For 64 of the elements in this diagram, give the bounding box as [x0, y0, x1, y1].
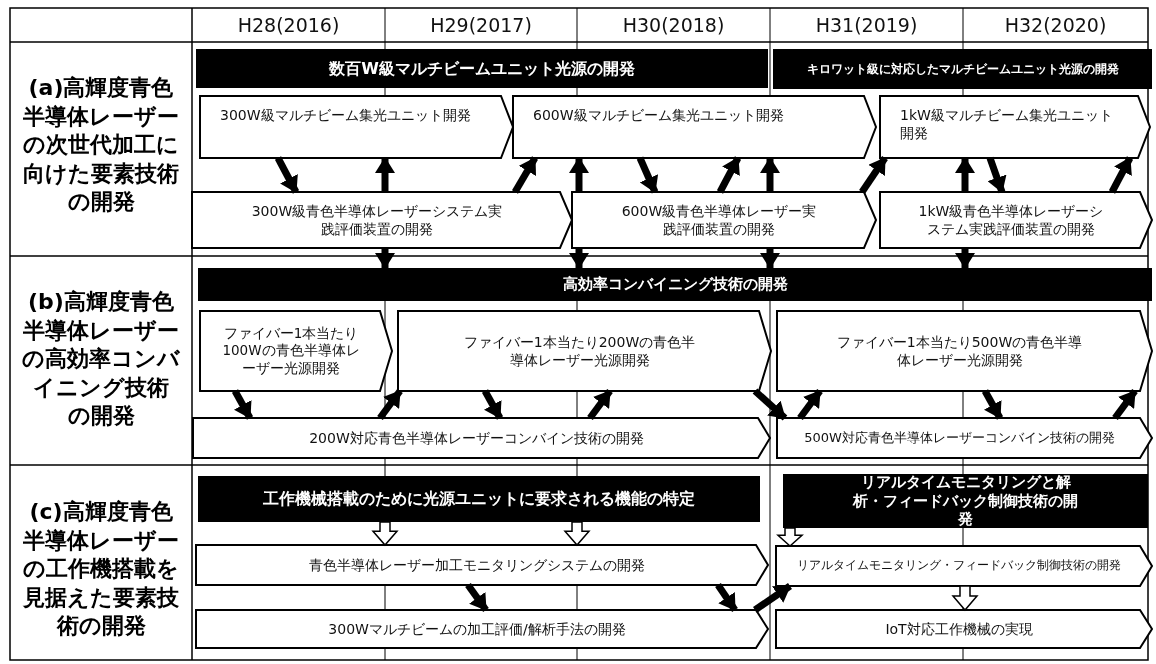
year-label: H29(2017): [429, 16, 533, 35]
step-text: ファイバー1本当たり500Wの青色半導体レーザー光源開発: [835, 332, 1084, 370]
block-arrow: [760, 157, 780, 192]
year-label: H31(2019): [814, 16, 919, 35]
hollow-arrow: [776, 527, 804, 547]
chevron-box: [192, 192, 572, 248]
step-text: 600W級マルチビーム集光ユニット開発: [533, 106, 784, 125]
step-text: 600W級青色半導体レーザー実践評価装置の開発: [621, 201, 817, 239]
phase-banner: [198, 268, 1152, 301]
phase-banner: [783, 474, 1148, 528]
banner-text: 工作機械搭載のために光源ユニットに要求される機能の特定: [263, 489, 695, 509]
chevron-box: [777, 311, 1152, 391]
chevron-box: [880, 96, 1150, 158]
phase-banner: [773, 49, 1152, 89]
block-arrow: [859, 156, 888, 194]
block-arrow: [760, 248, 780, 269]
step-text: 500W対応青色半導体レーザーコンバイン技術の開発: [804, 429, 1115, 447]
step-text: ファイバー1本当たり100Wの青色半導体レーザー光源開発: [221, 324, 361, 378]
step-text: IoT対応工作機械の実現: [885, 619, 1033, 639]
banner-text: 数百W級マルチビームユニット光源の開発: [329, 58, 635, 79]
step-text: ファイバー1本当たり200Wの青色半導体レーザー光源開発: [462, 332, 697, 370]
step-text: 青色半導体レーザー加工モニタリングシステムの開発: [309, 555, 645, 575]
chevron-box: [398, 311, 771, 391]
step-text: 1kW級青色半導体レーザーシステム実践評価装置の開発: [917, 201, 1105, 239]
year-label: H28(2016): [236, 16, 341, 35]
block-arrow: [955, 248, 975, 269]
step-text: 200W対応青色半導体レーザーコンバイン技術の開発: [309, 428, 644, 448]
step-text: リアルタイムモニタリング・フィードバック制御技術の開発: [797, 558, 1121, 574]
step-text: 300Wマルチビームの加工評価/解析手法の開発: [328, 619, 626, 639]
year-label: H32(2020): [1003, 16, 1108, 35]
step-text: 1kW級マルチビーム集光ユニット開発: [900, 106, 1114, 143]
block-arrow: [753, 583, 792, 613]
step-text: 300W級マルチビーム集光ユニット開発: [220, 106, 471, 125]
banner-text: 高効率コンバイニング技術の開発: [562, 275, 788, 294]
chevron-box: [196, 545, 768, 585]
row-heading: (a)高輝度青色半導体レーザーの次世代加工に向けた要素技術の開発: [22, 74, 180, 217]
chevron-box: [777, 418, 1152, 458]
banner-text: キロワット級に対応したマルチビームユニット光源の開発: [806, 61, 1119, 77]
phase-banner: [198, 476, 760, 522]
block-arrow: [465, 582, 489, 613]
chevron-box: [196, 610, 768, 648]
hollow-arrow: [371, 521, 399, 547]
step-text: 300W級青色半導体レーザーシステム実践評価装置の開発: [250, 201, 504, 239]
chevron-box: [513, 96, 876, 158]
row-heading: (c)高輝度青色半導体レーザーの工作機搭載を見据えた要素技術の開発: [22, 498, 180, 641]
chevron-box: [880, 192, 1152, 248]
block-arrow: [569, 248, 589, 269]
chevron-box: [200, 96, 513, 158]
banner-text: リアルタイムモニタリングと解析・フィードバック制御技術の開発: [851, 472, 1079, 530]
hollow-arrow: [563, 521, 591, 547]
block-arrow: [955, 157, 975, 192]
chevron-box: [776, 546, 1152, 586]
chevron-box: [572, 192, 876, 248]
chevron-box: [193, 418, 770, 458]
year-label: H30(2018): [621, 16, 726, 35]
block-arrow: [512, 156, 538, 194]
block-arrow: [375, 248, 395, 269]
block-arrow: [569, 157, 589, 192]
hollow-arrow: [951, 585, 979, 612]
phase-banner: [196, 49, 768, 88]
chevron-box: [200, 311, 392, 391]
block-arrow: [375, 157, 395, 192]
row-heading: (b)高輝度青色半導体レーザーの高効率コンバイニング技術の開発: [22, 288, 180, 431]
chevron-box: [776, 610, 1152, 648]
